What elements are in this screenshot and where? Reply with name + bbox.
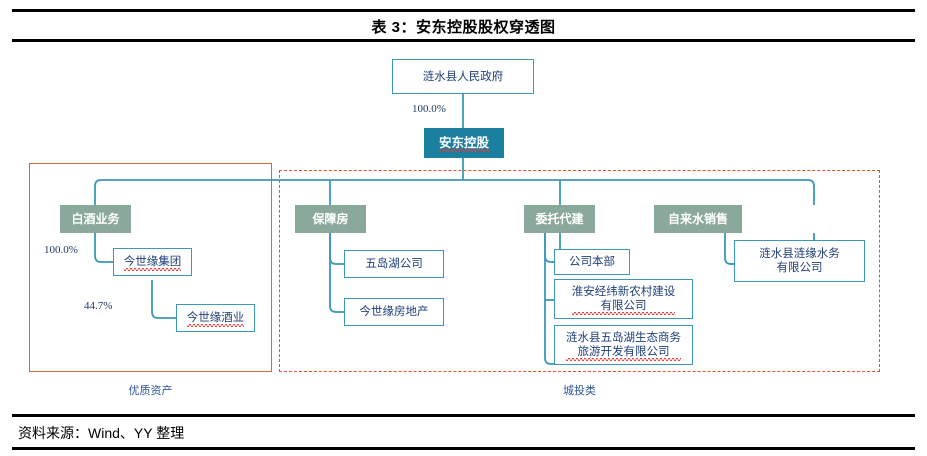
connector-lines bbox=[94, 94, 821, 365]
group-caption-urban-investment: 城投类 bbox=[563, 384, 596, 397]
edge-label-gov-to-holding: 100.0% bbox=[412, 103, 446, 115]
org-chart-canvas: 涟水县人民政府 100.0% 安东控股 白酒业务 保障房 委托代建 自来水销售 … bbox=[0, 44, 927, 397]
node-headquarters[interactable]: 公司本部 bbox=[554, 249, 630, 275]
node-lianshui-wudaohu-tourism[interactable]: 涟水县五岛湖生态商务 旅游开发有限公司 bbox=[554, 325, 693, 365]
footer-rule-top bbox=[12, 414, 915, 417]
node-segment-water[interactable]: 自来水销售 bbox=[654, 205, 742, 233]
source-note: 资料来源：Wind、YY 整理 bbox=[18, 424, 185, 441]
page-title: 表 3：安东控股股权穿透图 bbox=[371, 18, 556, 36]
node-segment-agency[interactable]: 委托代建 bbox=[524, 205, 595, 233]
edge-label-group-to-liquorco: 44.7% bbox=[84, 300, 113, 312]
node-jinshiyuan-group[interactable]: 今世缘集团 bbox=[113, 248, 192, 276]
group-caption-quality-assets: 优质资产 bbox=[128, 384, 173, 397]
title-rule-top bbox=[12, 9, 915, 12]
footer-rule-bottom bbox=[12, 447, 915, 450]
node-segment-liquor[interactable]: 白酒业务 bbox=[60, 205, 131, 233]
node-jinshiyuan-liquor[interactable]: 今世缘酒业 bbox=[176, 304, 255, 332]
node-holding[interactable]: 安东控股 bbox=[424, 128, 504, 158]
node-lianyuan-water[interactable]: 涟水县涟缘水务 有限公司 bbox=[734, 240, 865, 282]
title-rule-bottom bbox=[12, 39, 915, 42]
node-huaian-jingwei[interactable]: 淮安经纬新农村建设 有限公司 bbox=[554, 279, 693, 319]
node-jinshiyuan-realestate[interactable]: 今世缘房地产 bbox=[344, 298, 444, 326]
edge-label-liquor-to-group: 100.0% bbox=[44, 244, 78, 256]
node-government[interactable]: 涟水县人民政府 bbox=[392, 59, 534, 94]
node-wudaohu-company[interactable]: 五岛湖公司 bbox=[344, 250, 444, 278]
group-frame-quality-assets bbox=[29, 163, 272, 372]
node-segment-housing[interactable]: 保障房 bbox=[295, 205, 366, 233]
group-frame-urban-investment bbox=[279, 170, 880, 372]
